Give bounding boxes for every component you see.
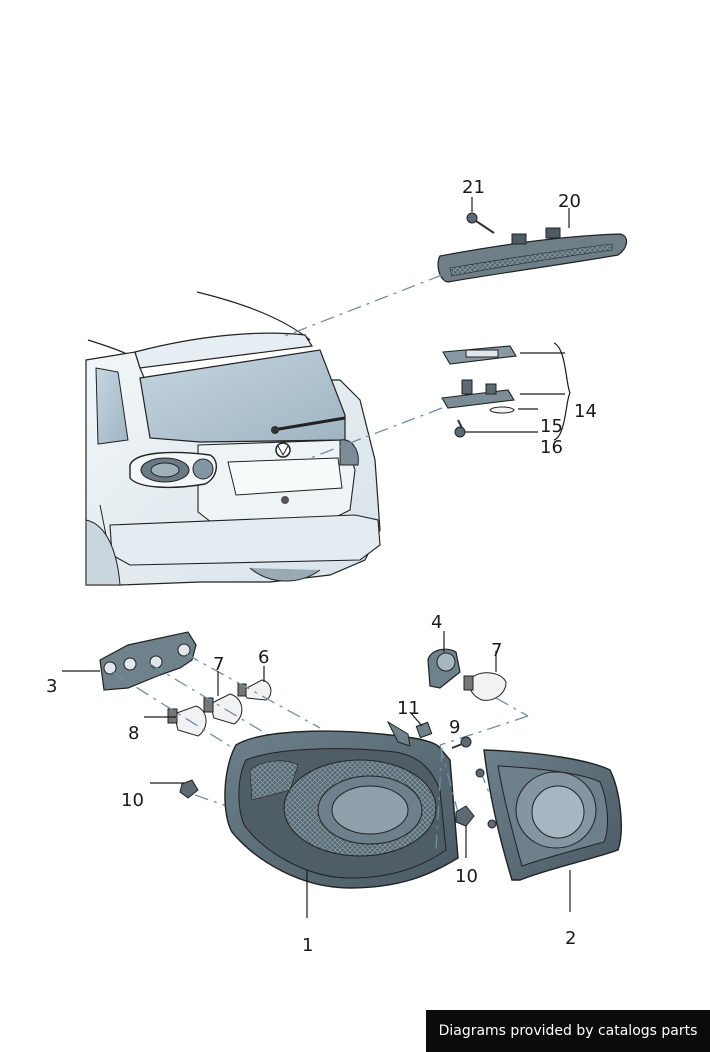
callout-14: 14 [574,401,597,422]
bulb-6 [237,679,272,701]
callout-20: 20 [558,191,581,212]
callout-1: 1 [302,935,313,956]
callout-7-left: 7 [213,654,224,675]
leader-dash-brake-light [284,274,443,337]
bulb-socket-4 [427,648,461,689]
callout-16: 16 [540,437,563,458]
callout-6: 6 [258,647,269,668]
callout-3: 3 [46,676,57,697]
screw-9-upper [451,736,472,749]
callout-8: 8 [128,723,139,744]
bolt-21 [466,212,495,234]
footer-credit-bar: Diagrams provided by catalogs parts [426,1010,710,1052]
dashed-leaders-right [435,697,529,851]
leader-lines [62,197,571,918]
bulb-8 [167,705,207,737]
callout-4: 4 [431,612,442,633]
bracket-11 [415,721,433,739]
car-rear-illustration [85,291,381,586]
callout-21: 21 [462,177,485,198]
callout-2: 2 [565,928,576,949]
bulb-7-right [463,672,507,701]
bulb-7-left [203,693,243,725]
high-mount-brake-light [437,227,628,283]
leader-dash-plate-light [304,407,443,461]
license-plate-light-group [441,345,517,438]
callout-9: 9 [449,717,460,738]
callout-15: 15 [540,416,563,437]
nut-10-left [179,779,199,799]
callout-11: 11 [397,698,420,719]
callout-10-left: 10 [121,790,144,811]
footer-credit-text: Diagrams provided by catalogs parts [438,1023,698,1039]
tail-lamp-inner-2 [483,749,622,881]
callout-labels: 21 20 14 15 16 3 4 6 7 7 8 9 11 10 10 1 … [46,177,597,956]
bulb-holder-3 [99,631,197,691]
nut-10-right [455,805,475,827]
tail-lamp-outer-1 [224,720,459,889]
callout-10-right: 10 [455,866,478,887]
screw-9-lower [475,768,497,829]
callout-7-right: 7 [491,640,502,661]
